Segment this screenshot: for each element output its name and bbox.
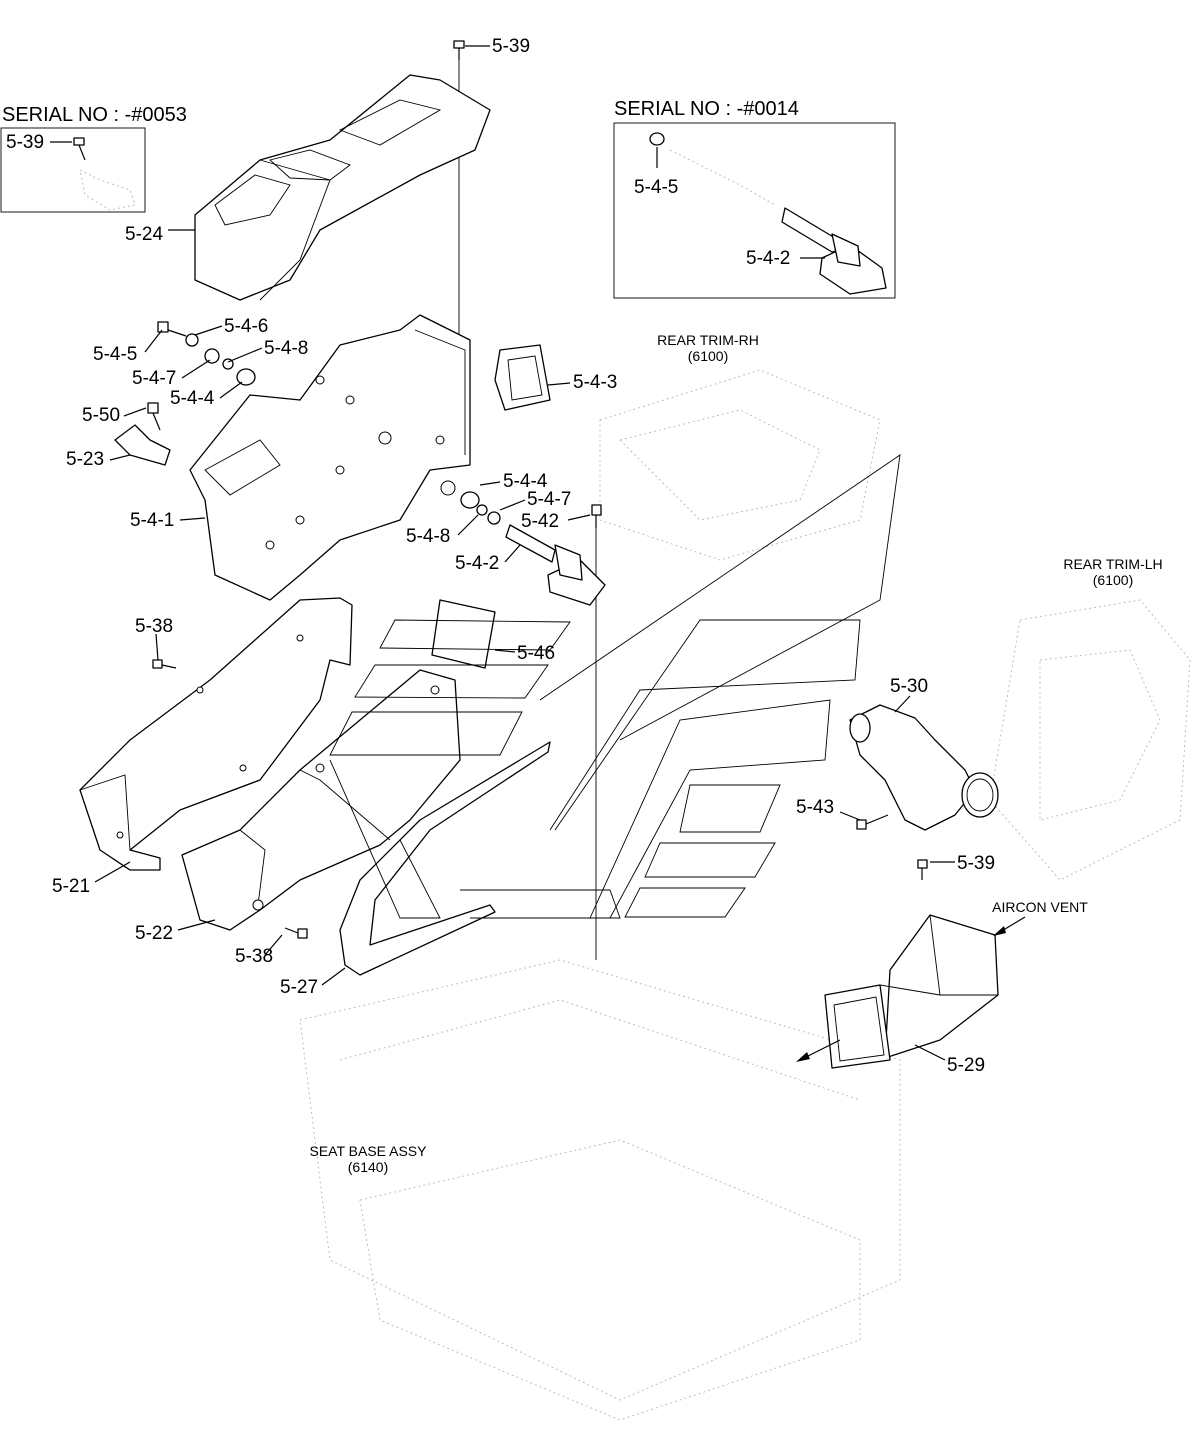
panel-5-22 [181,669,461,931]
label-5-27: 5-27 [280,977,318,998]
label-5-39-b: 5-39 [957,853,995,874]
label-5-4-8-b: 5-4-8 [406,526,450,547]
aircon-vent-label: AIRCON VENT [992,899,1088,915]
airflow-arrow-icon [796,1039,841,1062]
rear-trim-rh-ghost [599,369,881,561]
trim-5-27 [339,741,551,976]
pin-bracket-5-4-2 [505,524,606,606]
label-5-38-b: 5-38 [235,946,273,967]
label-5-4-7-a: 5-4-7 [132,368,176,389]
screw-5-39-top [453,40,465,60]
label-5-29: 5-29 [947,1055,985,1076]
bolt-5-42 [591,504,602,528]
label-5-4-2: 5-4-2 [455,553,499,574]
washer-5-4-7-b [487,511,501,525]
background-logo [329,454,901,919]
rear-trim-lh-ghost [989,599,1191,881]
label-5-4-5: 5-4-5 [93,344,137,365]
inset-serial-0053: SERIAL NO : -#0053 5-39 [0,104,187,213]
inset-title-0053: SERIAL NO : -#0053 [2,104,187,126]
screw-5-38-b [284,927,308,939]
inset-label-5-4-5: 5-4-5 [634,177,678,198]
duct-5-30 [849,704,999,831]
seat-base-ghost [299,959,901,1421]
washer-5-4-7 [204,348,220,364]
label-5-4-7-b: 5-4-7 [527,489,571,510]
vent-duct-5-29 [824,914,999,1069]
label-5-24: 5-24 [125,224,163,245]
label-5-4-4-b: 5-4-4 [503,471,548,492]
reference-labels: REAR TRIM-RH (6100) REAR TRIM-LH (6100) … [310,332,1163,1175]
bolt-5-4-5 [157,321,187,337]
pin-bracket-icon [781,207,887,295]
rear-trim-lh-name: REAR TRIM-LH [1063,556,1162,572]
cover-5-21 [79,597,353,871]
console-cover-5-24 [194,74,491,301]
inset-title-0014: SERIAL NO : -#0014 [614,98,799,120]
screw-icon [73,137,86,161]
bracket-5-4-1 [189,314,471,601]
inset-ghost-parts [79,149,776,211]
grommet-5-4-3 [494,344,571,411]
inset-label-5-4-2: 5-4-2 [746,248,790,269]
bushing-5-4-4 [236,368,256,386]
rear-trim-lh-code: (6100) [1093,572,1133,588]
rear-trim-rh-name: REAR TRIM-RH [657,332,759,348]
screw-5-43 [856,814,889,830]
label-5-21: 5-21 [52,876,90,897]
label-5-38-a: 5-38 [135,616,173,637]
bushing-5-4-4-b [460,491,480,509]
aircon-arrow-icon [993,916,1026,936]
label-5-4-6: 5-4-6 [224,316,268,337]
leader-lines [94,45,955,1061]
label-5-22: 5-22 [135,923,173,944]
label-5-23: 5-23 [66,449,104,470]
label-5-46: 5-46 [517,643,555,664]
seat-base-name: SEAT BASE ASSY [310,1143,428,1159]
label-5-4-8-a: 5-4-8 [264,338,308,359]
washer-5-4-6 [185,333,199,347]
washer-5-4-8-b [476,504,488,516]
bracket-5-23 [114,402,171,466]
inset-serial-0014: SERIAL NO : -#0014 5-4-5 5-4-2 [613,98,896,299]
pad-5-46 [431,599,496,669]
label-5-4-4-a: 5-4-4 [170,388,215,409]
label-5-30: 5-30 [890,676,928,697]
label-5-4-3: 5-4-3 [573,372,617,393]
part-labels: 5-39 5-24 5-4-6 5-4-5 5-4-8 5-4-7 5-4-4 … [52,36,995,1076]
screw-5-39-b [917,859,928,880]
rear-trim-rh-code: (6100) [688,348,728,364]
screw-5-38-a [152,659,177,669]
label-5-43: 5-43 [796,797,834,818]
label-5-50: 5-50 [82,405,120,426]
bushing-icon [649,132,665,146]
inset-label-5-39: 5-39 [6,132,44,153]
label-5-42: 5-42 [521,511,559,532]
label-5-4-1: 5-4-1 [130,510,174,531]
seat-base-code: (6140) [348,1159,388,1175]
label-5-39-top: 5-39 [492,36,530,57]
